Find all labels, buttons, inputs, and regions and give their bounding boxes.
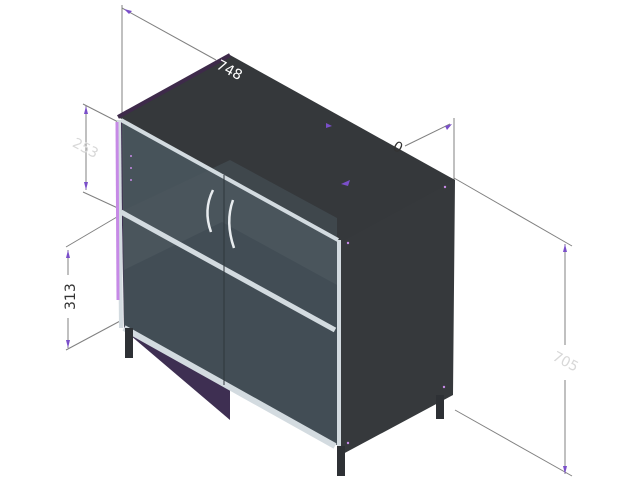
top-front-edge (117, 53, 231, 119)
hinge-holes (130, 155, 447, 445)
leg-front-left (125, 328, 133, 358)
door-handle-left[interactable] (206, 189, 215, 233)
door-handle-right[interactable] (228, 199, 236, 249)
dimension-arrows (66, 9, 567, 474)
trim-frame (117, 118, 341, 450)
cabinet-top-panel[interactable] (118, 55, 455, 242)
leg-back-right (436, 395, 444, 419)
glass-lower-reflection (124, 222, 337, 445)
dimension-lower-height-label[interactable]: 313 (63, 283, 79, 310)
left-edge-highlight (115, 121, 120, 301)
leg-front-right (337, 446, 345, 476)
